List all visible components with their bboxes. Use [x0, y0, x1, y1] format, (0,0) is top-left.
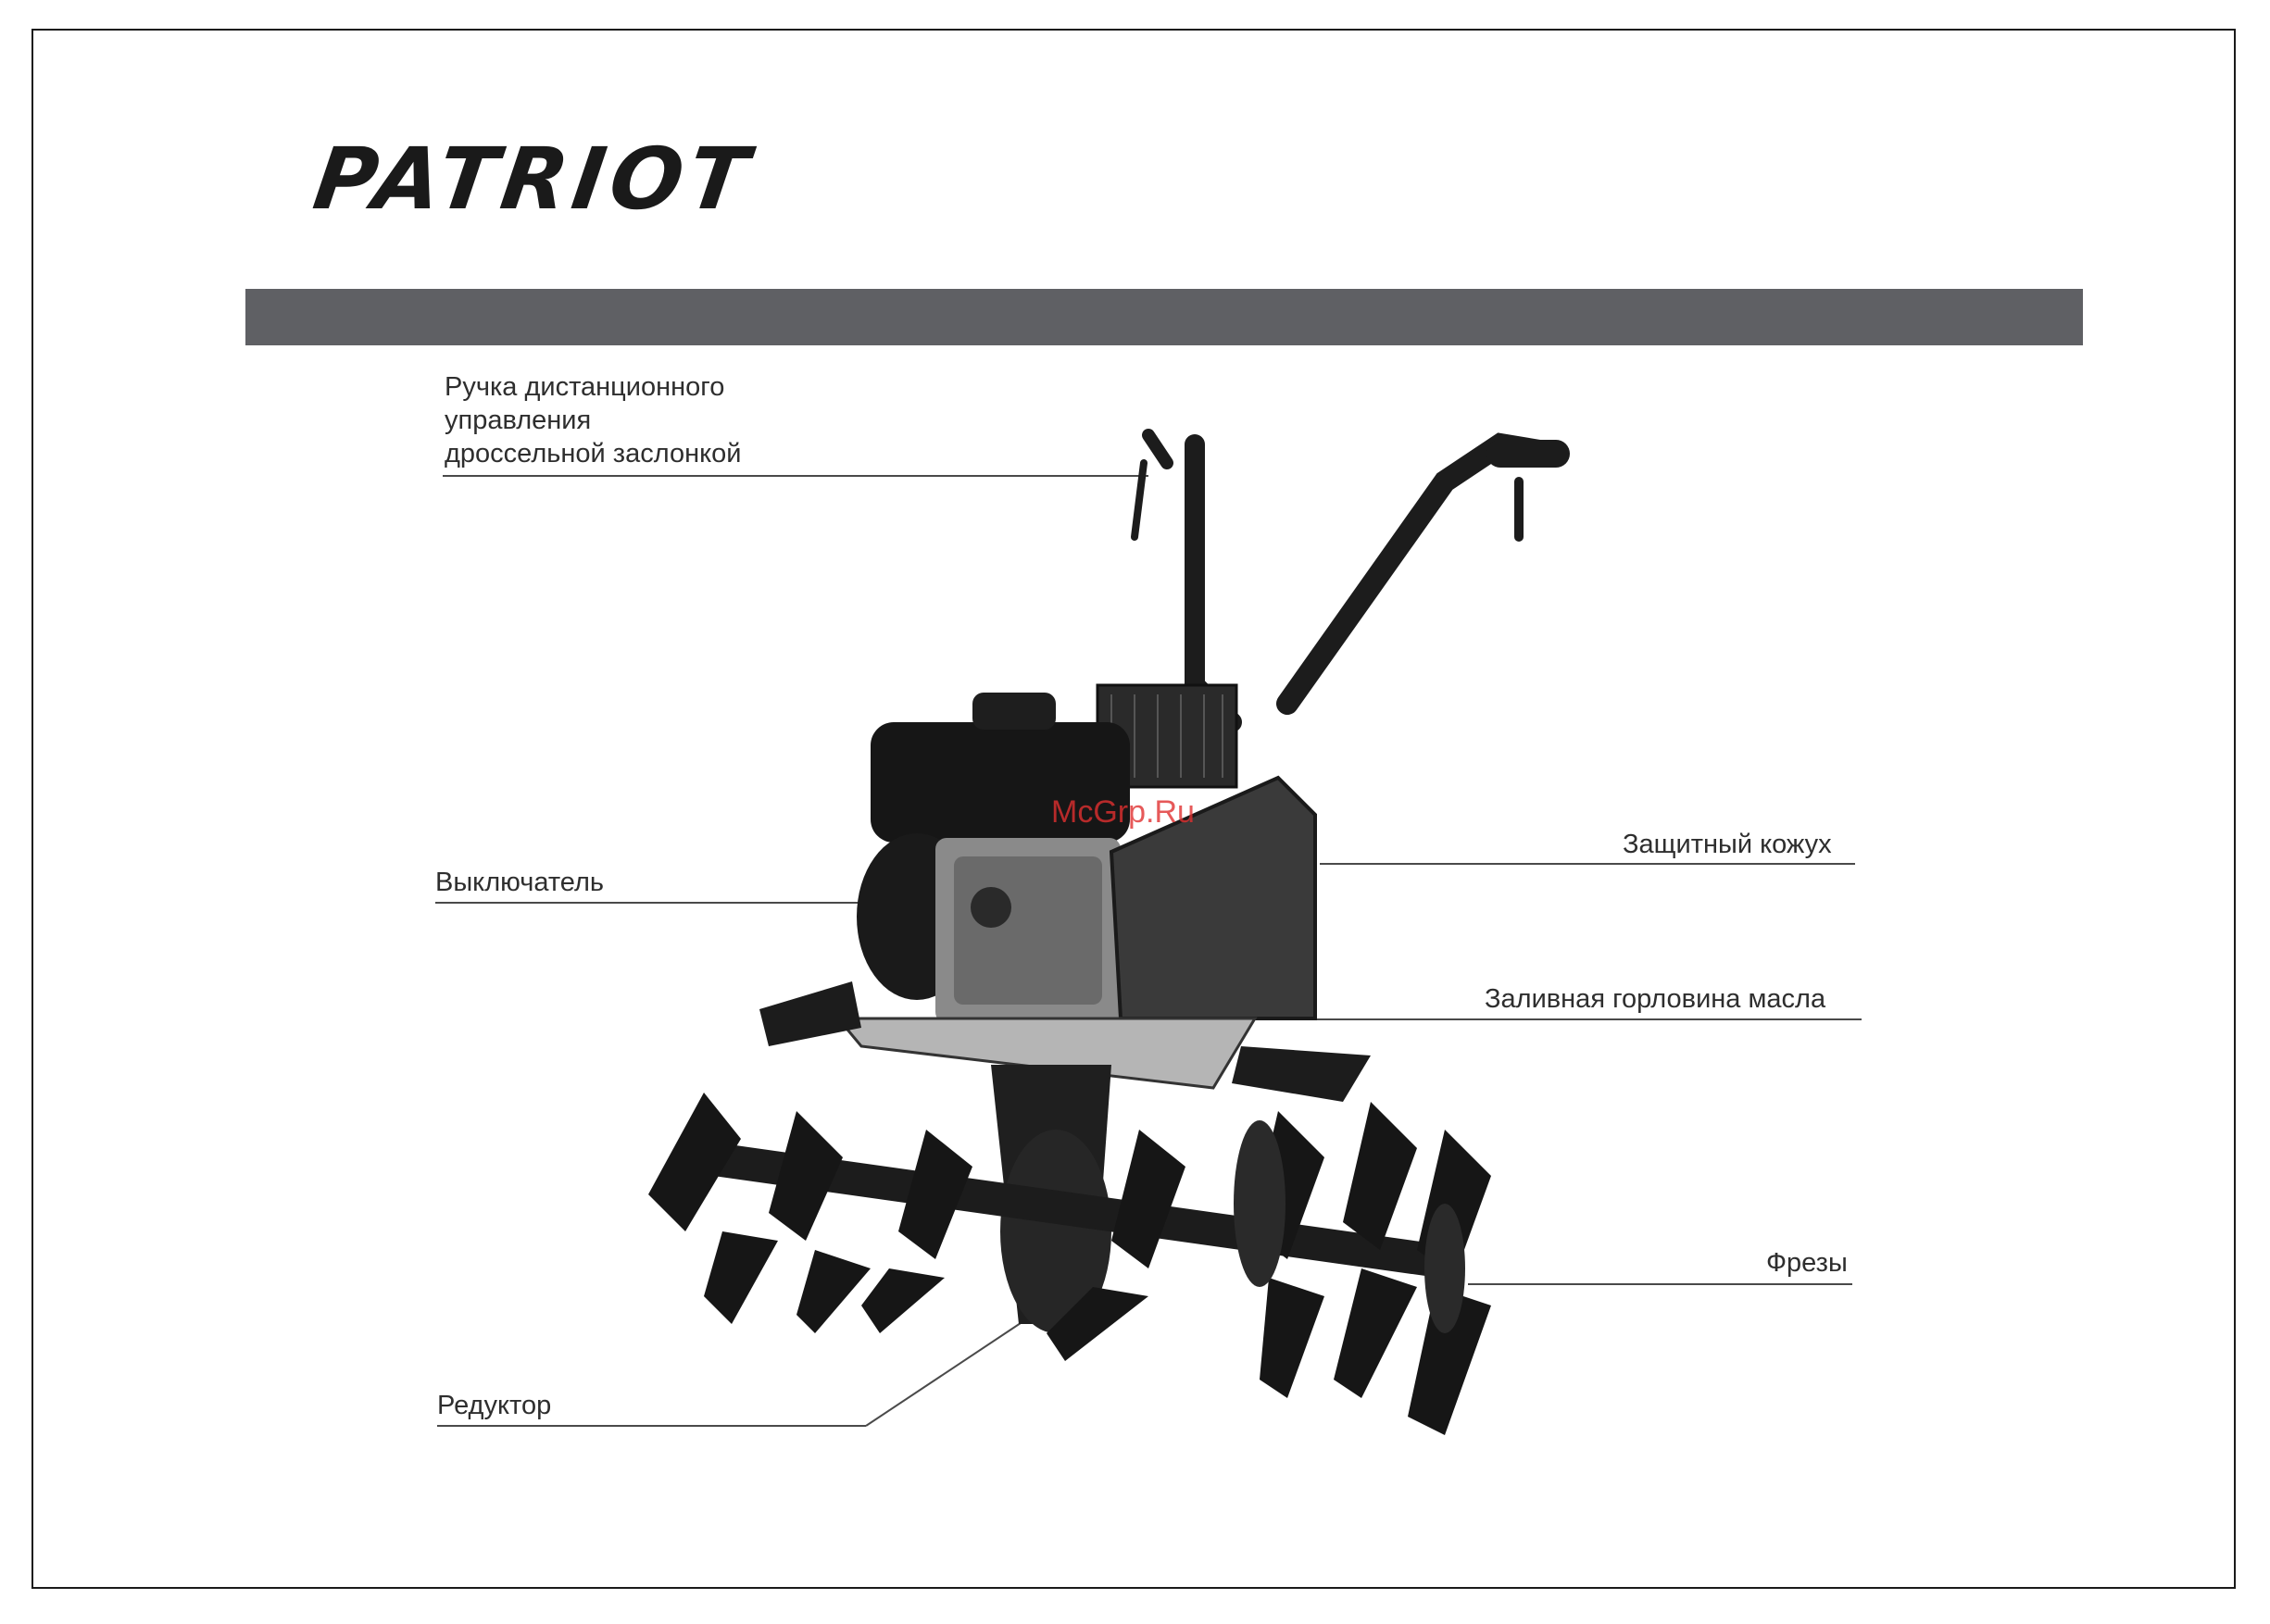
label-switch: Выключатель: [435, 866, 604, 899]
watermark: McGrp.Ru: [1051, 794, 1195, 831]
reducer-leader-line-d: [866, 1319, 1026, 1426]
label-throttle-line2: управления: [445, 404, 591, 437]
label-reducer: Редуктор: [437, 1389, 551, 1422]
label-protective-cover: Защитный кожух: [1623, 828, 1832, 861]
right-fender: [1232, 1046, 1371, 1102]
label-oil-filler: Заливная горловина масла: [1485, 982, 1825, 1016]
left-fender: [759, 981, 861, 1046]
handlebars: [1135, 435, 1556, 722]
engine: [857, 693, 1130, 1023]
label-throttle-line3: дроссельной заслонкой: [445, 437, 741, 470]
label-throttle-line1: Ручка дистанционного: [445, 370, 724, 404]
label-tillers: Фрезы: [1766, 1246, 1848, 1280]
